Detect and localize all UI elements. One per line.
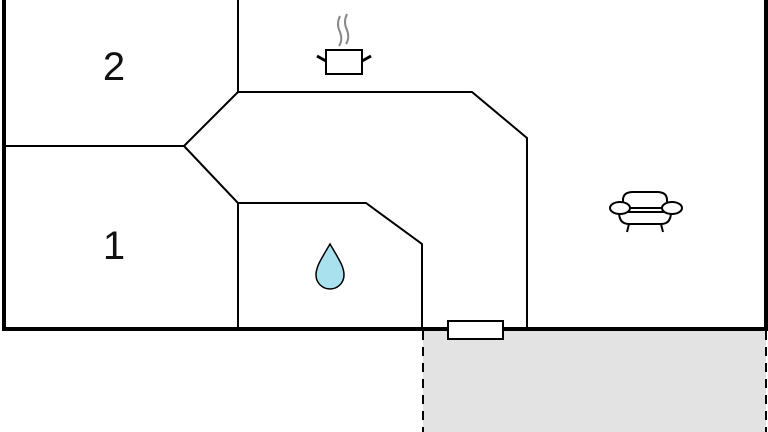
cooking-pot-icon [316, 13, 372, 75]
exterior-walls [2, 0, 768, 331]
interior-walls [4, 0, 528, 329]
door-icon [447, 320, 504, 340]
room-label-1: 1 [103, 224, 125, 268]
terrace-area [423, 331, 766, 432]
room-label-2: 2 [103, 45, 125, 89]
sofa-icon [609, 191, 683, 233]
water-drop-icon [315, 242, 345, 290]
